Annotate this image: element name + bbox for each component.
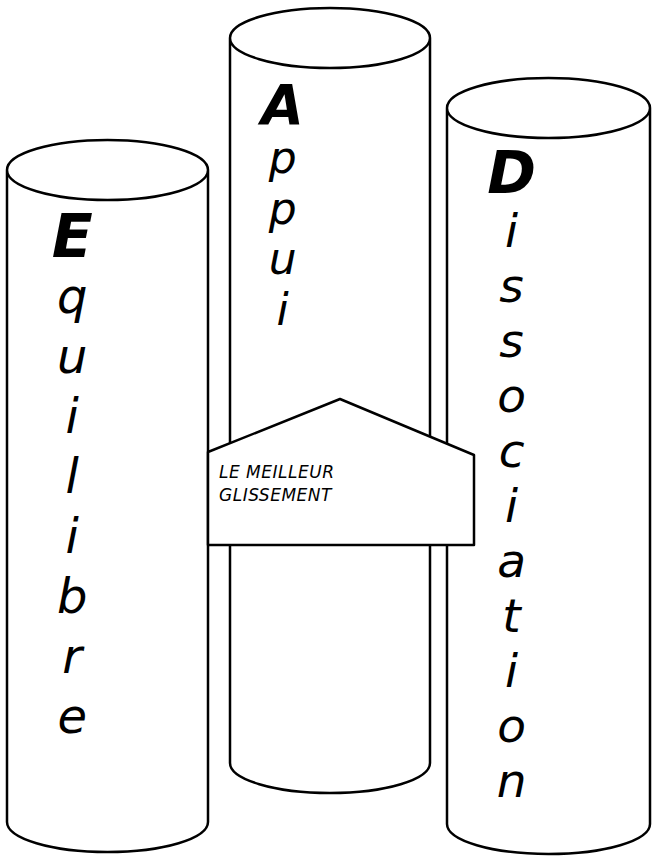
pillar-label: Appui bbox=[254, 78, 311, 335]
pillar-label: Equilibre bbox=[41, 206, 103, 746]
pediment-box: LE MEILLEUR GLISSEMENT bbox=[205, 397, 477, 547]
pillar-outline bbox=[5, 140, 210, 852]
pillar-outline bbox=[228, 8, 432, 793]
pillar-outline bbox=[445, 78, 652, 854]
pediment-label: LE MEILLEUR GLISSEMENT bbox=[219, 461, 369, 507]
pillar: Appui bbox=[228, 8, 432, 793]
pillar: Equilibre bbox=[5, 140, 210, 852]
pillar: Dissociation bbox=[445, 78, 652, 854]
pillar-label: Dissociation bbox=[481, 144, 542, 808]
